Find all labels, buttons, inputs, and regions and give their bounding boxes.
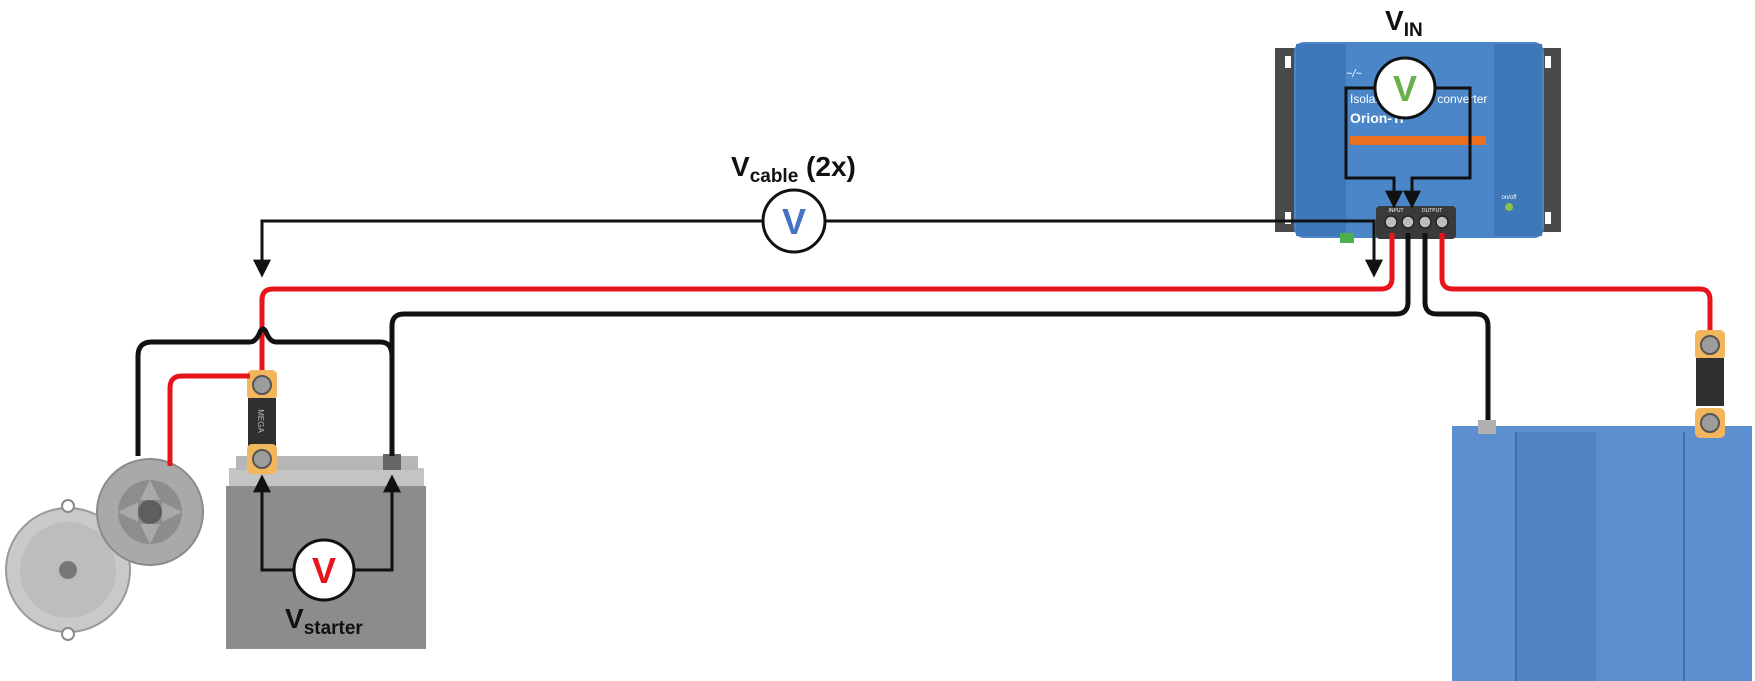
wire-output-positive: [1439, 233, 1713, 330]
terminal-output-tag: OUTPUT: [1422, 208, 1443, 214]
probe-vstarter-right: [355, 474, 401, 572]
terminal-block: [1376, 206, 1456, 239]
meter-vcable: V: [761, 188, 827, 254]
device-switch-tag: on/off: [1502, 195, 1517, 201]
device-led: [1505, 203, 1513, 211]
label-vcable-sub: cable: [750, 166, 799, 187]
label-vin: VIN: [1385, 5, 1423, 41]
probe-vcable-left: [253, 219, 762, 278]
wire-output-negative: [1422, 233, 1491, 420]
meter-vin: V: [1373, 56, 1437, 120]
meter-vstarter: V: [292, 538, 356, 602]
label-vin-sub: IN: [1404, 20, 1423, 41]
probe-vin-right: [1403, 86, 1472, 209]
label-vcable-main: V: [731, 151, 750, 182]
service-battery: [1452, 420, 1752, 681]
service-fuse: [1695, 330, 1725, 438]
wire-input-positive: [259, 233, 1395, 370]
label-vstarter: Vstarter: [285, 603, 363, 639]
meter-vin-letter: V: [1393, 68, 1417, 109]
probe-vcable-right: [826, 219, 1383, 278]
starter-fuse-label: MEGA: [256, 409, 265, 433]
wire-alternator-positive: [167, 373, 250, 466]
terminal-input-tag: INPUT: [1389, 208, 1404, 214]
wire-input-negative: [389, 233, 1411, 456]
meter-vstarter-letter: V: [312, 550, 336, 591]
alternator: [5, 458, 204, 641]
label-vstarter-main: V: [285, 603, 304, 634]
probe-vin-left: [1344, 86, 1403, 209]
label-vin-main: V: [1385, 5, 1404, 36]
label-vcable: Vcable (2x): [731, 151, 856, 187]
wire-alternator-negative: [135, 326, 395, 456]
device-orange-stripe: [1350, 136, 1486, 145]
meter-vcable-letter: V: [782, 201, 806, 242]
probe-vstarter-left: [253, 474, 293, 572]
label-vcable-suffix: (2x): [798, 151, 856, 182]
device-remote-connector: [1340, 233, 1354, 243]
starter-fuse: MEGA: [247, 370, 277, 474]
dc-dc-converter: ~/~ Isolated DC-DC converter Orion-Tr on…: [1275, 42, 1561, 243]
label-vstarter-sub: starter: [304, 618, 364, 639]
device-brand: ~/~: [1346, 68, 1362, 80]
